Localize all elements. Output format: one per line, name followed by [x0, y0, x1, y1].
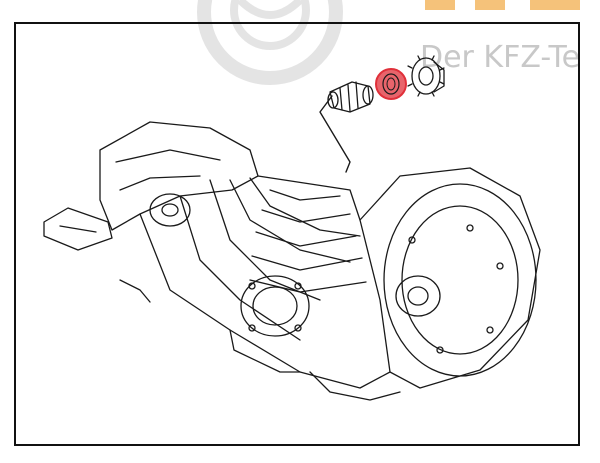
- watermark-text: Der KFZ-Te: [420, 40, 581, 75]
- leader-line: [319, 95, 351, 173]
- diagram-frame: [14, 22, 580, 446]
- watermark-brand-mark: [425, 0, 580, 10]
- watermark-logo-icon: [197, 0, 343, 85]
- gearbox-housing-icon: [43, 121, 541, 401]
- gear-icon: [407, 55, 445, 97]
- shaft-sleeve-icon: [327, 81, 374, 113]
- seal-ring-icon: [375, 68, 407, 100]
